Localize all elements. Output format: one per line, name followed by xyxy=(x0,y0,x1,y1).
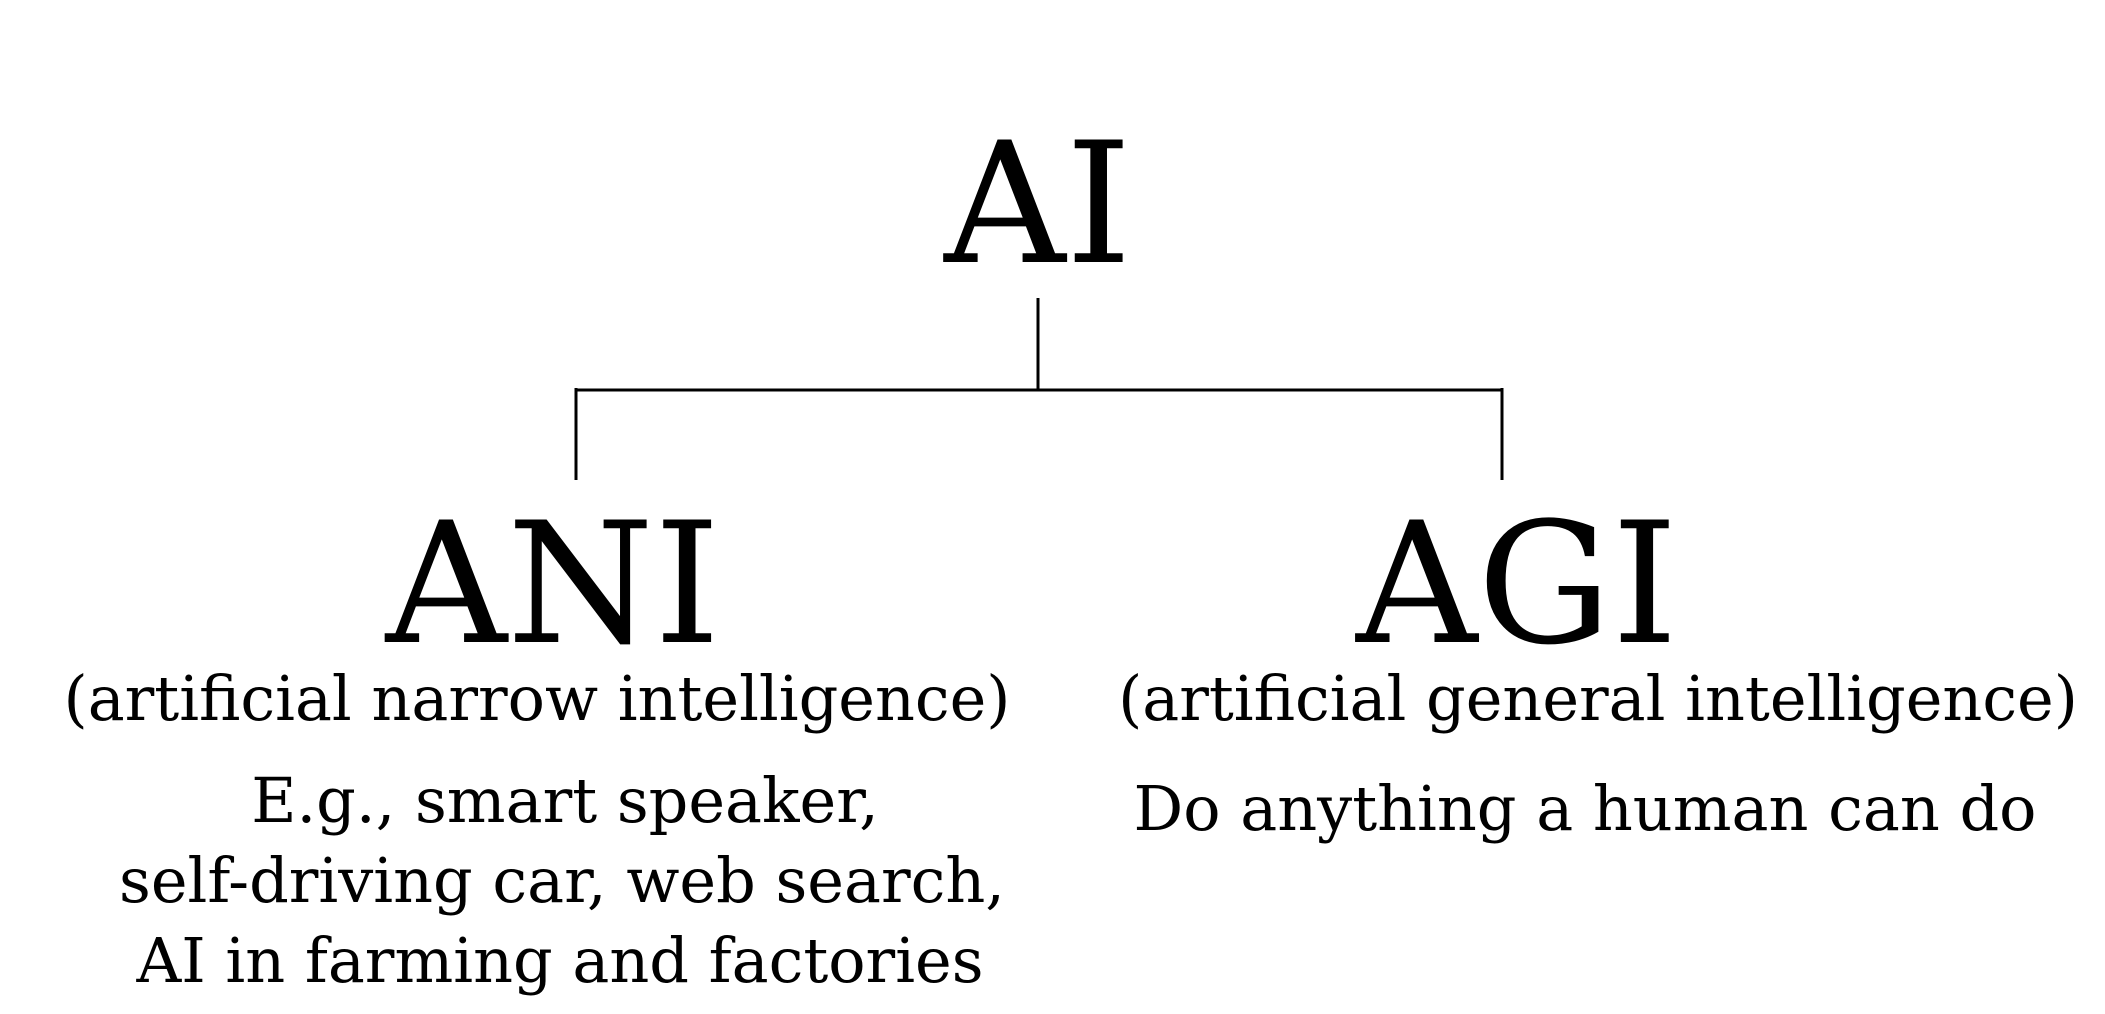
agi-description-line-1: Do anything a human can do xyxy=(1133,772,2037,845)
branch-title-ani: ANI xyxy=(385,486,721,682)
branch-subtitle-ani: (artificial narrow intelligence) xyxy=(63,662,1011,735)
root-node-ai: AI xyxy=(944,106,1132,302)
ani-description-line-1: E.g., smart speaker, xyxy=(251,764,879,837)
branch-subtitle-agi: (artificial general intelligence) xyxy=(1118,662,2078,735)
ani-description-line-3: AI in farming and factories xyxy=(136,924,984,997)
branch-title-agi: AGI xyxy=(1356,486,1678,682)
ani-description-line-2: self-driving car, web search, xyxy=(119,844,1005,917)
